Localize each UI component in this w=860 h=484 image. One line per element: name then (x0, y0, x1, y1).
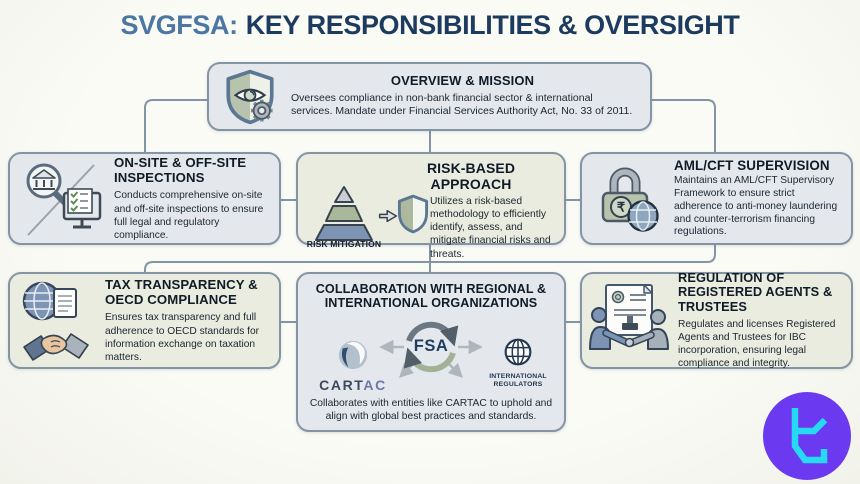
inspections-card: ON-SITE & OFF-SITE INSPECTIONS Conducts … (8, 152, 281, 245)
padlock-coin-globe-icon: ₹ (601, 167, 659, 232)
page-title-accent: SVGFSA: (120, 10, 238, 40)
cartac-logo: CARTAC (312, 339, 394, 393)
risk-body: Utilizes a risk-based methodology to eff… (430, 195, 551, 260)
cartac-label: CARTAC (319, 376, 387, 393)
overview-body: Oversees compliance in non-bank financia… (291, 91, 633, 118)
aml-cft-card: ₹ AML/CFT SUPERVISION Maintains an AML/C… (580, 152, 853, 245)
coin-currency-symbol: ₹ (617, 199, 626, 214)
collaboration-card: COLLABORATION WITH REGIONAL & INTERNATIO… (296, 272, 566, 432)
cycle-arrow-bottom (403, 347, 456, 372)
regulation-body: Regulates and licenses Registered Agents… (678, 319, 836, 370)
certificate-stamp-people-icon (589, 283, 669, 350)
international-regulators-label: INTERNATIONAL REGULATORS (489, 372, 547, 388)
overview-title: OVERVIEW & MISSION (390, 73, 535, 89)
tax-oecd-card: TAX TRANSPARENCY & OECD COMPLIANCE Ensur… (8, 272, 281, 369)
tax-body: Ensures tax transparency and full adhere… (105, 312, 260, 363)
overview-mission-card: OVERVIEW & MISSION Oversees compliance i… (207, 62, 652, 131)
shield-icon (397, 194, 429, 234)
regulation-card: REGULATION OF REGISTERED AGENTS & TRUSTE… (580, 269, 853, 370)
inspections-body: Conducts comprehensive on-site and off-s… (114, 190, 264, 241)
shield-eye-gear-icon (226, 69, 274, 124)
page-title-main: KEY RESPONSIBILITIES & OVERSIGHT (245, 10, 740, 40)
arrow-right-icon (378, 209, 398, 223)
aml-body: Maintains an AML/CFT Supervisory Framewo… (674, 175, 838, 238)
risk-pyramid-label: RISK MITIGATION (306, 238, 382, 249)
globe-outline-icon (504, 338, 532, 366)
collaboration-body: Collaborates with entities like CARTAC t… (309, 397, 553, 422)
cartac-swirl-icon (338, 340, 368, 369)
risk-pyramid-icon (315, 185, 373, 241)
globe-document-handshake-icon (22, 281, 89, 361)
magnifier-bank-monitor-checklist-icon (26, 163, 102, 236)
international-regulators: INTERNATIONAL REGULATORS (480, 337, 556, 389)
collaboration-hub: FSA CARTAC (304, 313, 558, 395)
collaboration-title: COLLABORATION WITH REGIONAL & INTERNATIO… (315, 282, 547, 311)
tax-title: TAX TRANSPARENCY & OECD COMPLIANCE (105, 277, 258, 308)
aml-title: AML/CFT SUPERVISION (674, 157, 830, 173)
arrow-down-right (447, 361, 464, 378)
inspections-title: ON-SITE & OFF-SITE INSPECTIONS (114, 155, 247, 186)
risk-title: RISK-BASED APPROACH (426, 160, 516, 192)
tc-monogram-logo (763, 392, 851, 480)
page-title: SVGFSA:KEY RESPONSIBILITIES & OVERSIGHT (0, 10, 860, 41)
fsa-hub-label: FSA (413, 336, 449, 355)
pyramid-arrow-shield-icon: RISK MITIGATION (306, 181, 430, 253)
cycle-arrow-top (406, 321, 459, 347)
arrow-down-left (398, 361, 415, 378)
risk-approach-card: RISK-BASED APPROACH RISK MITIGATION (296, 152, 566, 260)
regulation-title: REGULATION OF REGISTERED AGENTS & TRUSTE… (678, 269, 833, 314)
circular-arrows-hub-icon (379, 321, 483, 378)
